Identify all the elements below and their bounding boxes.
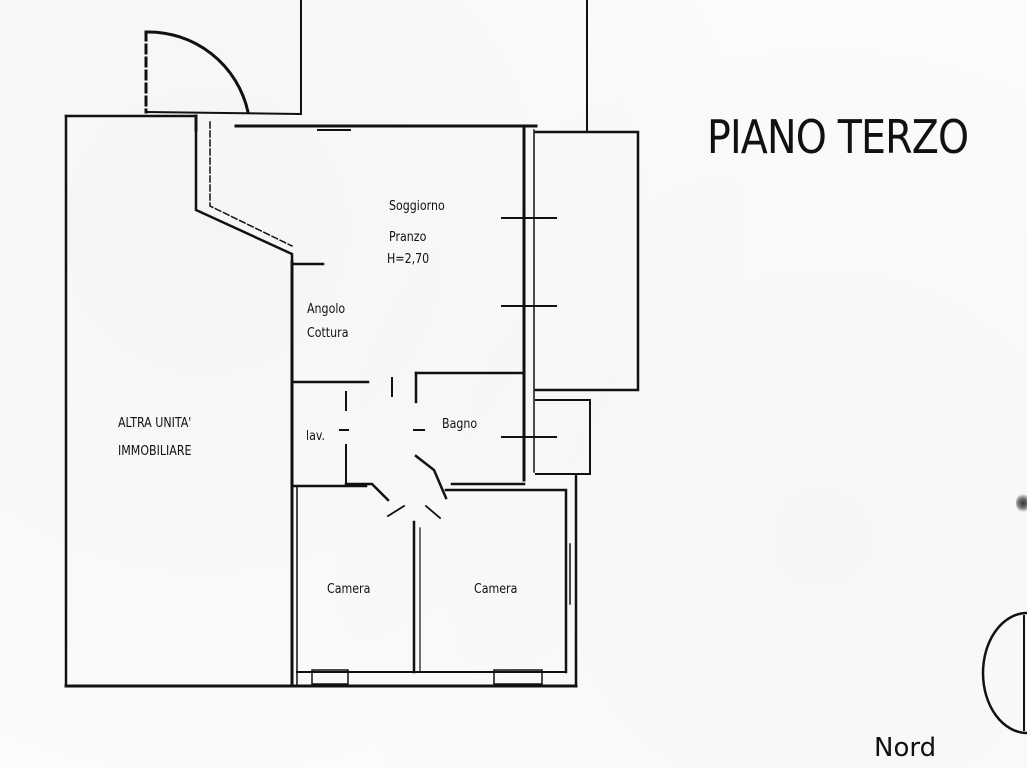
room-label-pranzo: Pranzo — [389, 230, 427, 245]
door-swing-2 — [424, 504, 442, 520]
room-label-lav: lav. — [306, 429, 326, 444]
door-swing-1 — [386, 504, 406, 518]
apartment-top-wall — [194, 114, 538, 132]
ink-blot — [1016, 493, 1027, 513]
bottom-window-left — [311, 669, 349, 685]
room-label-cottura: Cottura — [307, 326, 349, 341]
room-label-soggiorno: Soggiorno — [389, 199, 445, 214]
room-label-camera-left: Camera — [327, 582, 371, 597]
small-balcony — [535, 399, 591, 475]
landing-line — [144, 110, 302, 116]
balcony-outline — [534, 130, 640, 392]
inner-partition-diag-2 — [209, 121, 294, 248]
compass-circle — [981, 611, 1027, 735]
altra-unita-label-2: IMMOBILIARE — [118, 444, 192, 459]
floor-title: PIANO TERZO — [707, 110, 969, 164]
compass-label: Nord — [874, 733, 937, 763]
room-label-bagno: Bagno — [442, 417, 478, 432]
inner-partition-diag — [194, 114, 325, 266]
entrance-door-arc — [144, 30, 250, 114]
altra-unita-label-1: ALTRA UNITA' — [118, 416, 192, 431]
camera-right-top-wall — [444, 488, 568, 674]
hall-diag-right — [414, 454, 448, 500]
room-label-camera-right: Camera — [474, 582, 518, 597]
room-height-label: H=2,70 — [387, 252, 430, 267]
bottom-window-right — [493, 669, 543, 685]
hall-diag-left — [344, 482, 390, 502]
room-label-angolo: Angolo — [307, 302, 346, 317]
